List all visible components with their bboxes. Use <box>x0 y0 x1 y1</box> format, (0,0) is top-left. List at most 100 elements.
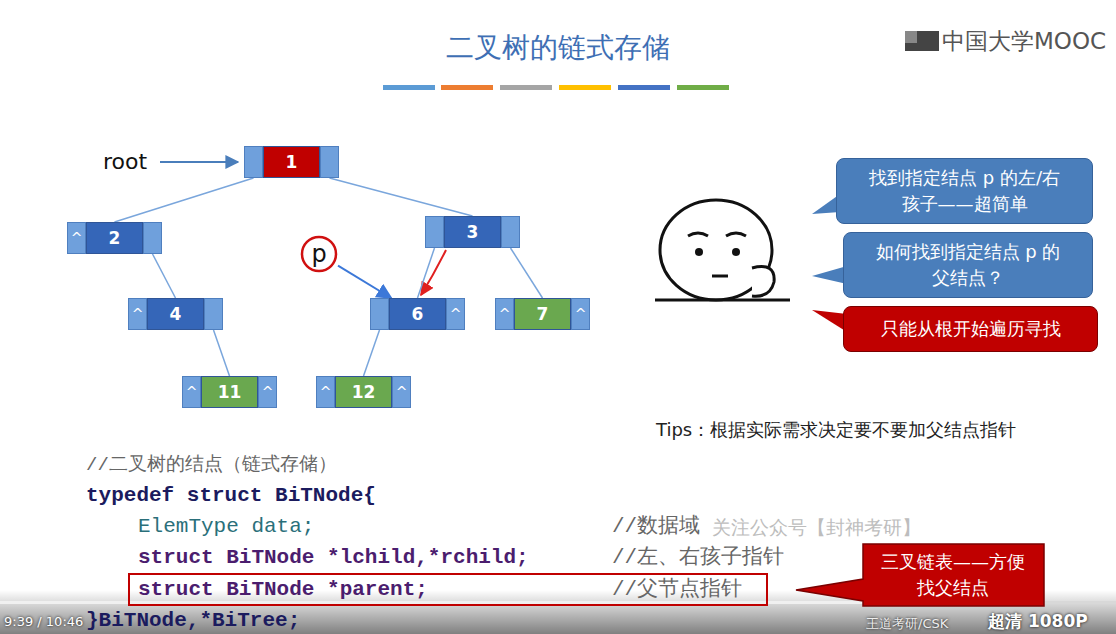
pointer-cell <box>143 222 162 254</box>
pointer-circle: p <box>300 235 338 273</box>
highlight-box: struct BiTNode *parent; //父节点指针 <box>128 573 768 606</box>
tree-node: ^2 <box>67 222 162 254</box>
pointer-cell: ^ <box>446 298 465 330</box>
tree-link <box>511 248 543 298</box>
data-cell: 12 <box>335 376 392 408</box>
tree-link <box>364 330 380 376</box>
drawing-part <box>655 299 790 302</box>
pointer-arrow <box>338 266 391 298</box>
speech-bubble: 找到指定结点 p 的左/右 孩子——超简单 <box>836 158 1093 224</box>
null-pointer: ^ <box>575 306 587 322</box>
callout-text-box: 三叉链表——方便 找父结点 <box>865 543 1041 607</box>
tree-link <box>330 178 473 216</box>
pointer-cell <box>204 298 223 330</box>
root-label: root <box>103 148 147 176</box>
drawing-part <box>732 248 740 256</box>
tip-note: Tips：根据实际需求决定要不要加父结点指针 <box>656 419 1016 442</box>
bubble-text: 只能从根开始遍历寻找 <box>856 316 1085 342</box>
tree-node: ^4 <box>128 298 223 330</box>
node-value: 4 <box>170 304 182 324</box>
data-cell: 1 <box>263 146 320 178</box>
pointer-cell <box>320 146 339 178</box>
null-pointer: ^ <box>262 384 274 400</box>
null-pointer: ^ <box>499 306 511 322</box>
speech-bubble: 如何找到指定结点 p 的 父结点？ <box>843 232 1093 298</box>
data-cell: 2 <box>86 222 143 254</box>
data-cell: 4 <box>147 298 204 330</box>
pointer-name-box: p <box>300 235 338 273</box>
video-time: 9:39 / 10:46 <box>4 614 83 630</box>
progress-fill <box>0 601 995 604</box>
logo-text: 中国大学MOOC <box>942 27 1106 56</box>
pointer-cell: ^ <box>316 376 335 408</box>
tree-link <box>153 254 176 298</box>
watermark: 王道考研/CSK <box>866 616 948 632</box>
pointer-cell: ^ <box>571 298 590 330</box>
null-pointer: ^ <box>396 384 408 400</box>
pointer-cell <box>425 216 444 248</box>
null-pointer: ^ <box>186 384 198 400</box>
callout-arrow: 三叉链表——方便 找父结点 <box>795 543 1045 607</box>
color-bar <box>618 85 670 90</box>
color-bar <box>441 85 493 90</box>
code-line: ElemType data; <box>138 514 314 540</box>
code-line: }BiTNode,*BiTree; <box>86 608 300 634</box>
pointer-cell: ^ <box>495 298 514 330</box>
tree-node: ^ 12 ^ <box>316 376 411 408</box>
data-cell: 6 <box>389 298 446 330</box>
code-line: typedef struct BiTNode{ <box>86 483 376 509</box>
code-comment: //二叉树的结点（链式存储） <box>86 452 337 478</box>
tree-node: ^ 11 ^ <box>182 376 277 408</box>
data-cell: 3 <box>444 216 501 248</box>
code-comment: //数据域 <box>612 514 700 540</box>
node-value: 2 <box>109 228 121 248</box>
pointer-cell <box>370 298 389 330</box>
callout-shape <box>796 544 1044 606</box>
null-pointer: ^ <box>132 306 144 322</box>
drawing-part <box>726 233 746 236</box>
pointer-cell <box>244 146 263 178</box>
tree-node: ^7^ <box>495 298 590 330</box>
null-pointer: ^ <box>450 306 462 322</box>
bubble-text: 如何找到指定结点 p 的 父结点？ <box>856 239 1080 291</box>
code-comment: //父节点指针 <box>612 577 742 603</box>
video-quality: 超清 1080P <box>988 611 1088 632</box>
node-value: 11 <box>218 382 242 402</box>
pointer-cell: ^ <box>258 376 277 408</box>
node-value: 12 <box>352 382 376 402</box>
node-value: 1 <box>286 152 298 172</box>
drawing-part <box>688 233 708 236</box>
speech-bubble: 只能从根开始遍历寻找 <box>843 306 1098 352</box>
data-cell: 11 <box>201 376 258 408</box>
tree-link <box>418 248 435 298</box>
code-line: struct BiTNode *parent; <box>138 577 428 603</box>
code-comment: //左、右孩子指针 <box>612 545 784 571</box>
tree-link <box>115 178 254 222</box>
node-value: 3 <box>467 222 479 242</box>
pointer-cell: ^ <box>128 298 147 330</box>
logo-icon <box>905 31 917 43</box>
logo-icon <box>905 31 939 51</box>
drawing-part <box>695 248 703 256</box>
color-bar <box>559 85 611 90</box>
tree-node: 6^ <box>370 298 465 330</box>
pointer-cell: ^ <box>67 222 86 254</box>
tree-link <box>214 330 230 376</box>
bubble-tail <box>812 310 847 332</box>
tree-node: 3 <box>425 216 520 248</box>
bubble-text: 找到指定结点 p 的左/右 孩子——超简单 <box>849 165 1080 217</box>
bubble-tail <box>812 266 847 284</box>
pointer-cell <box>501 216 520 248</box>
color-bar <box>500 85 552 90</box>
drawing-part <box>712 275 728 278</box>
watermark: 关注公众号【封神考研】 <box>712 516 921 540</box>
pointer-name: p <box>311 240 326 268</box>
pointer-cell: ^ <box>182 376 201 408</box>
tree-node: 1 <box>244 146 339 178</box>
callout-text: 三叉链表——方便 找父结点 <box>865 549 1041 601</box>
null-pointer: ^ <box>320 384 332 400</box>
null-pointer: ^ <box>71 230 83 246</box>
data-cell: 7 <box>514 298 571 330</box>
hand-arrow <box>421 250 446 295</box>
